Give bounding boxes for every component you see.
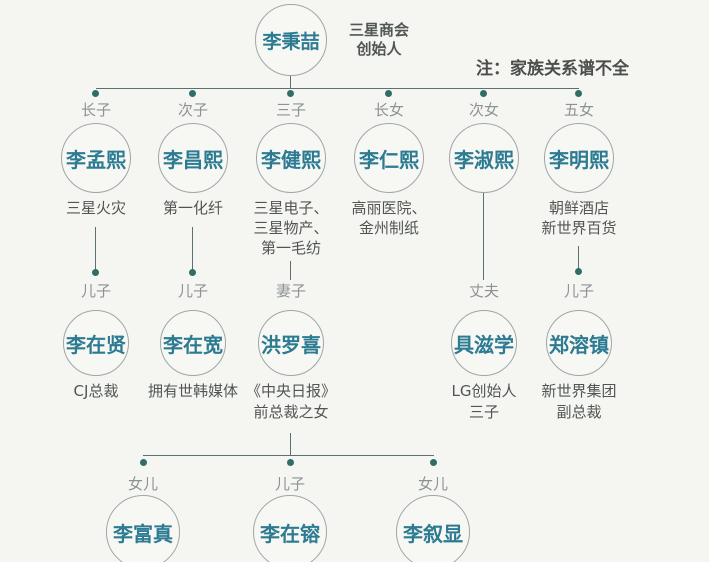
relation-label: 三子 (275, 101, 306, 119)
person-circle: 李在镕 (253, 495, 327, 562)
person-description: 《中央日报》 前总裁之女 (226, 381, 356, 423)
person-circle-root: 李秉喆 (255, 4, 327, 76)
connector-line (290, 433, 292, 456)
person-name: 李仁熙 (359, 147, 419, 172)
person-circle: 李在宽 (160, 310, 226, 376)
relation-label: 女儿 (127, 475, 158, 493)
person-name: 李在贤 (66, 332, 126, 357)
description-line: 三星火灾 (65, 199, 126, 217)
relation-label: 长女 (373, 101, 404, 119)
person-name: 李明熙 (549, 147, 609, 172)
relation-label: 五女 (563, 101, 594, 119)
relation-label: 儿子 (274, 475, 305, 493)
person-description: 三星火灾 (31, 198, 161, 218)
relation-label: 女儿 (417, 475, 448, 493)
relation-label: 儿子 (80, 282, 111, 300)
branch-dot (480, 90, 487, 97)
person-circle: 李昌熙 (158, 123, 228, 193)
description-line: 副总裁 (556, 403, 602, 421)
connector-line (96, 88, 579, 90)
person-circle: 郑溶镇 (546, 310, 612, 376)
person-name: 李在宽 (163, 332, 223, 357)
branch-dot (189, 90, 196, 97)
person-circle: 李淑熙 (449, 123, 519, 193)
person-description: CJ总裁 (31, 381, 161, 402)
connector-line (290, 261, 292, 280)
description-line: 拥有世韩媒体 (147, 382, 238, 400)
description-line: 第一化纤 (162, 199, 223, 217)
person-name: 李健熙 (261, 147, 321, 172)
branch-dot (140, 459, 147, 466)
person-circle: 李叙显 (396, 495, 470, 562)
person-description: 高丽医院、 金州制纸 (324, 198, 454, 238)
description-line: 三星电子、 (253, 199, 329, 217)
person-circle: 李富真 (106, 495, 180, 562)
branch-dot (92, 90, 99, 97)
person-description: LG创始人 三子 (419, 381, 549, 423)
description-line: 新世界百货 (541, 219, 617, 237)
person-circle: 李明熙 (544, 123, 614, 193)
relation-label: 儿子 (177, 282, 208, 300)
branch-dot (575, 268, 582, 275)
description-line: 金州制纸 (358, 219, 419, 237)
person-name: 李昌熙 (163, 147, 223, 172)
note-text: 注：家族关系谱不全 (476, 59, 629, 79)
description-line: 朝鲜酒店 (548, 199, 609, 217)
person-circle: 具滋学 (451, 310, 517, 376)
description-line: 高丽医院、 (351, 199, 427, 217)
description-line: CJ总裁 (73, 382, 119, 400)
person-description: 拥有世韩媒体 (128, 381, 258, 402)
person-description: 朝鲜酒店 新世界百货 (514, 198, 644, 238)
connector-line (578, 246, 580, 269)
person-name: 李孟熙 (66, 147, 126, 172)
person-name: 李秉喆 (262, 30, 320, 53)
connector-line (143, 455, 434, 457)
person-circle: 洪罗喜 (258, 310, 324, 376)
description-line: 新世界集团 (541, 382, 617, 400)
person-name: 李淑熙 (454, 147, 514, 172)
relation-label: 次女 (468, 101, 499, 119)
description-line: 《中央日报》 (245, 382, 336, 400)
branch-dot (575, 90, 582, 97)
connector-line (95, 227, 97, 270)
branch-dot (92, 269, 99, 276)
branch-dot (287, 459, 294, 466)
branch-dot (430, 459, 437, 466)
connector-line (192, 227, 194, 270)
person-description: 新世界集团 副总裁 (514, 381, 644, 423)
person-circle: 李健熙 (256, 123, 326, 193)
branch-dot (189, 269, 196, 276)
person-name: 具滋学 (454, 332, 514, 357)
connector-line (483, 193, 485, 280)
description-line: 三星物产、 (253, 219, 329, 237)
branch-dot (385, 90, 392, 97)
person-circle: 李在贤 (63, 310, 129, 376)
connector-line (290, 76, 292, 89)
branch-dot (287, 90, 294, 97)
root-description: 三星商会 创始人 (331, 21, 427, 59)
person-name: 郑溶镇 (549, 332, 609, 357)
description-line: 前总裁之女 (253, 403, 329, 421)
description-line: 第一毛纺 (260, 239, 321, 257)
person-circle: 李孟熙 (61, 123, 131, 193)
person-description: 第一化纤 (128, 198, 258, 218)
relation-label: 丈夫 (468, 282, 499, 300)
person-circle: 李仁熙 (354, 123, 424, 193)
person-name: 李富真 (113, 521, 173, 546)
person-name: 李在镕 (260, 521, 320, 546)
relation-label: 长子 (80, 101, 111, 119)
person-name: 李叙显 (403, 521, 463, 546)
root-description-line: 三星商会 (348, 21, 409, 39)
person-description: 三星电子、 三星物产、 第一毛纺 (226, 198, 356, 258)
person-name: 洪罗喜 (261, 332, 321, 357)
description-line: 三子 (468, 403, 499, 421)
relation-label: 次子 (177, 101, 208, 119)
description-line: LG创始人 (451, 382, 517, 400)
root-description-line: 创始人 (356, 40, 402, 58)
relation-label: 妻子 (275, 282, 306, 300)
relation-label: 儿子 (563, 282, 594, 300)
